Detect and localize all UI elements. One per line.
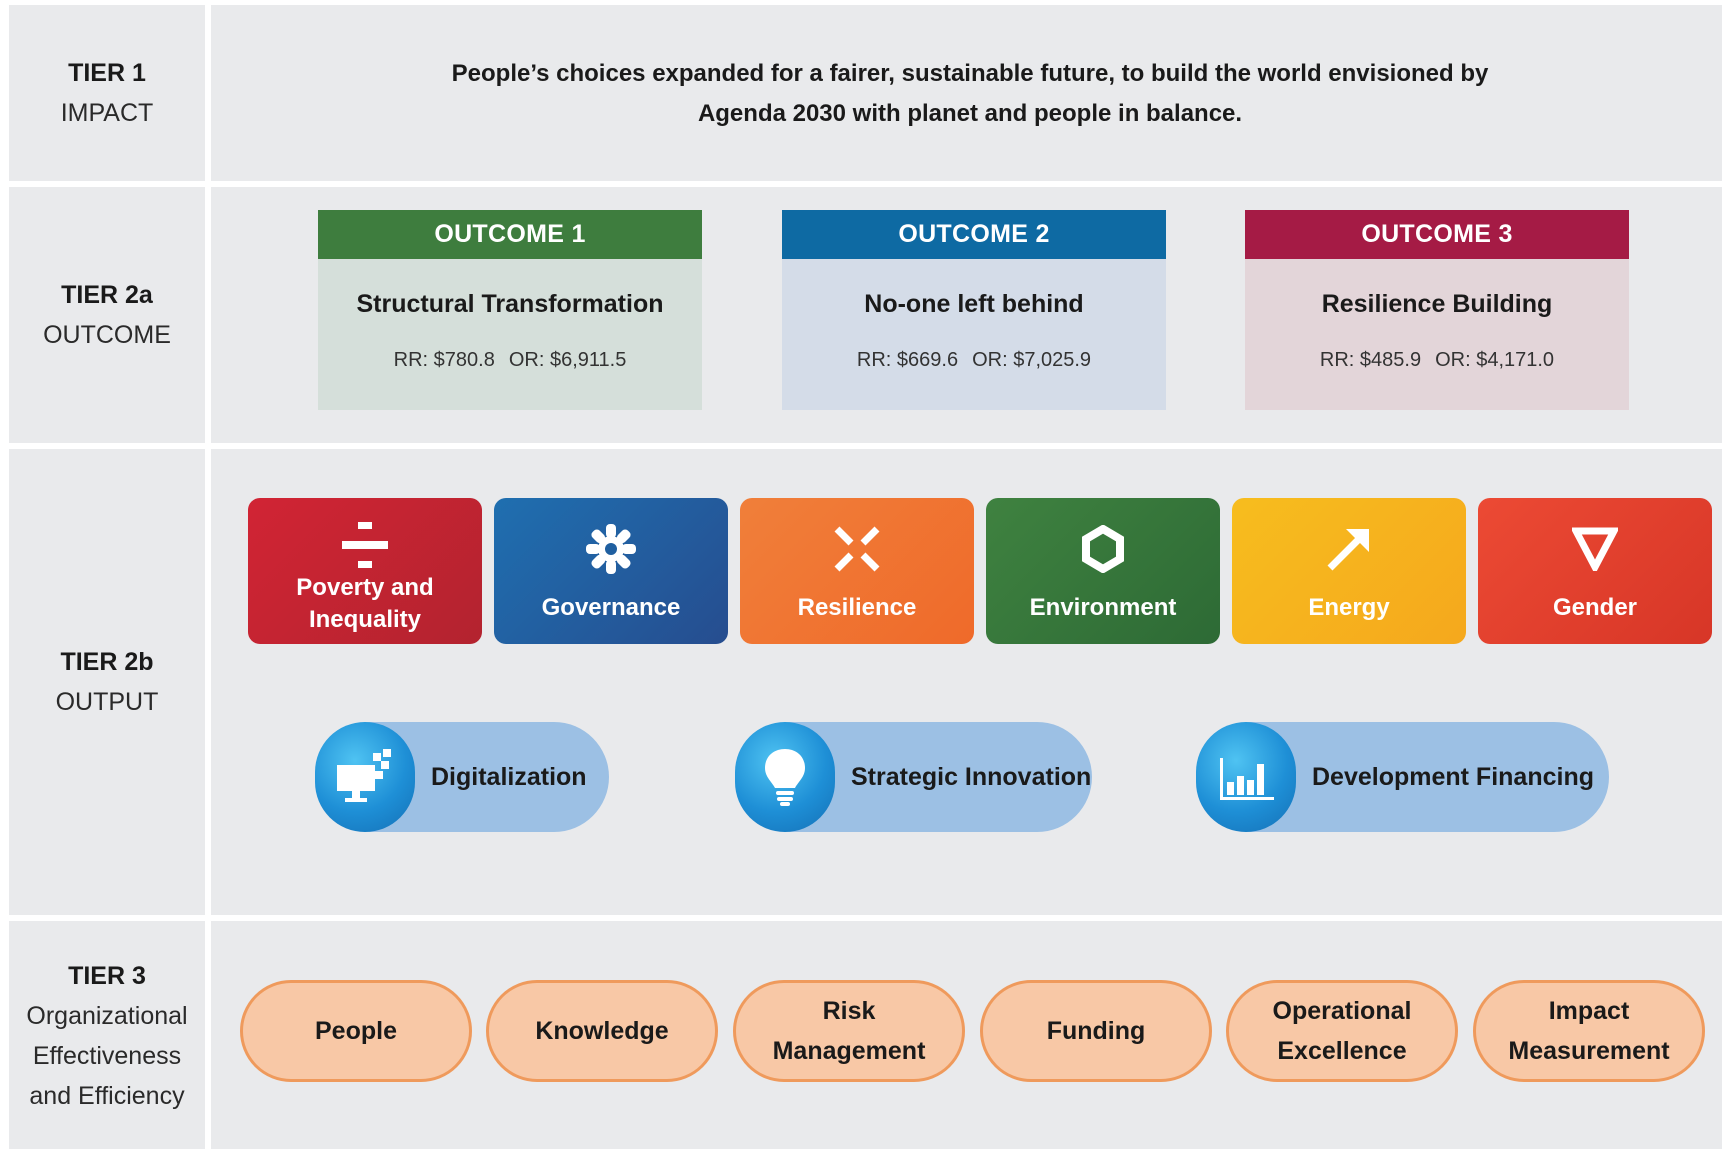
tier3-label: TIER 3 Organizational Effectiveness and … — [9, 956, 205, 1132]
accelerator-label-development-financing: Development Financing — [1312, 762, 1594, 791]
outcome-name-1: Structural Transformation — [356, 290, 664, 318]
output-label-gender: Gender — [1552, 594, 1638, 621]
tier1-title: TIER 1 — [68, 59, 146, 87]
outcome-budget-3: RR: $485.9 OR: $4,171.0 — [1245, 349, 1629, 372]
tier2a-label: TIER 2a OUTCOME — [9, 187, 205, 443]
outcome-rr-3: RR: $485.9 — [1319, 349, 1422, 371]
outcome-budget-2: RR: $669.6 OR: $7,025.9 — [782, 349, 1166, 372]
enabler-people: People — [240, 980, 472, 1082]
accelerator-label-digitalization: Digitalization — [431, 762, 587, 791]
enabler-label-people: People — [315, 1017, 397, 1045]
tier1-subtitle: IMPACT — [60, 99, 154, 127]
lightbulb-icon — [735, 722, 835, 832]
output-label-energy: Energy — [1308, 594, 1390, 621]
accelerator-digitalization: Digitalization — [315, 722, 609, 832]
output-label-poverty-line2: Inequality — [308, 606, 421, 633]
outcome-name-3: Resilience Building — [1321, 290, 1553, 318]
accelerator-label-strategic-innovation: Strategic Innovation — [851, 762, 1092, 791]
enabler-label-risk-line1: Risk — [822, 997, 876, 1025]
tier3-subtitle-line2: Effectiveness — [32, 1042, 182, 1070]
impact-line1: People’s choices expanded for a fairer, … — [451, 60, 1489, 87]
output-tile-energy: Energy — [1232, 498, 1466, 644]
outcome-rr-1: RR: $780.8 — [393, 349, 495, 371]
enabler-label-funding: Funding — [1046, 1017, 1146, 1045]
output-label-environment: Environment — [1029, 594, 1177, 621]
enabler-label-operational-line1: Operational — [1272, 997, 1412, 1025]
arrow-up-right-icon — [1326, 518, 1372, 580]
cross-arrows-icon — [834, 518, 880, 580]
computer-icon — [315, 722, 415, 832]
output-tile-governance: Governance — [494, 498, 728, 644]
enabler-knowledge: Knowledge — [486, 980, 718, 1082]
hexagon-icon — [1081, 518, 1125, 580]
outcome-body-1: Structural Transformation RR: $780.8 OR: … — [318, 259, 702, 410]
tier2a-label-bg — [9, 187, 205, 443]
enabler-label-risk-line2: Management — [772, 1037, 926, 1065]
divide-icon — [342, 518, 388, 572]
tier3-subtitle-line1: Organizational — [26, 1002, 188, 1030]
outcome-card-2: OUTCOME 2 No-one left behind RR: $669.6 O… — [782, 210, 1166, 410]
enabler-funding: Funding — [980, 980, 1212, 1082]
output-tile-gender: Gender — [1478, 498, 1712, 644]
output-label-resilience: Resilience — [797, 594, 917, 621]
outcome-budget-1: RR: $780.8 OR: $6,911.5 — [318, 349, 702, 372]
outcome-name-2: No-one left behind — [864, 290, 1084, 318]
output-label-governance: Governance — [541, 594, 681, 621]
bar-chart-icon — [1196, 722, 1296, 832]
triangle-down-icon — [1572, 518, 1618, 580]
outcome-header-1: OUTCOME 1 — [318, 210, 702, 259]
outcome-or-2: OR: $7,025.9 — [972, 349, 1092, 371]
impact-line2: Agenda 2030 with planet and people in ba… — [697, 100, 1243, 127]
enabler-label-impact-line1: Impact — [1548, 997, 1630, 1025]
outcome-card-1: OUTCOME 1 Structural Transformation RR: … — [318, 210, 702, 410]
outcome-card-3: OUTCOME 3 Resilience Building RR: $485.9… — [1245, 210, 1629, 410]
tier2b-label-bg — [9, 449, 205, 915]
outcome-body-2: No-one left behind RR: $669.6 OR: $7,025.… — [782, 259, 1166, 410]
tier3-title: TIER 3 — [68, 962, 146, 990]
enabler-label-operational-line2: Excellence — [1277, 1037, 1407, 1065]
tier2a-subtitle: OUTCOME — [43, 321, 171, 349]
tier3-label-bg — [9, 921, 205, 1149]
accelerator-development-financing: Development Financing — [1196, 722, 1609, 832]
gear-icon — [586, 518, 636, 580]
enabler-label-knowledge: Knowledge — [535, 1017, 669, 1045]
outcome-or-1: OR: $6,911.5 — [508, 349, 627, 371]
enabler-label-impact-line2: Measurement — [1508, 1037, 1670, 1065]
tier3-subtitle-line3: and Efficiency — [29, 1082, 185, 1110]
accelerator-strategic-innovation: Strategic Innovation — [735, 722, 1092, 832]
tier1-label-bg — [9, 5, 205, 181]
tier2b-title: TIER 2b — [60, 648, 154, 676]
output-label-poverty-line1: Poverty and — [296, 574, 434, 601]
outcome-header-2: OUTCOME 2 — [782, 210, 1166, 259]
tier2a-title: TIER 2a — [61, 281, 153, 309]
impact-statement: People’s choices expanded for a fairer, … — [420, 54, 1520, 134]
tier2b-subtitle: OUTPUT — [55, 688, 159, 716]
tier1-label: TIER 1 IMPACT — [9, 5, 205, 181]
outcome-or-3: OR: $4,171.0 — [1435, 349, 1555, 371]
tier1-content-bg — [211, 5, 1722, 181]
outcome-header-3: OUTCOME 3 — [1245, 210, 1629, 259]
tier2b-label: TIER 2b OUTPUT — [9, 449, 205, 915]
outcome-rr-2: RR: $669.6 — [856, 349, 959, 371]
output-tile-environment: Environment — [986, 498, 1220, 644]
outcome-body-3: Resilience Building RR: $485.9 OR: $4,171… — [1245, 259, 1629, 410]
output-tile-resilience: Resilience — [740, 498, 974, 644]
